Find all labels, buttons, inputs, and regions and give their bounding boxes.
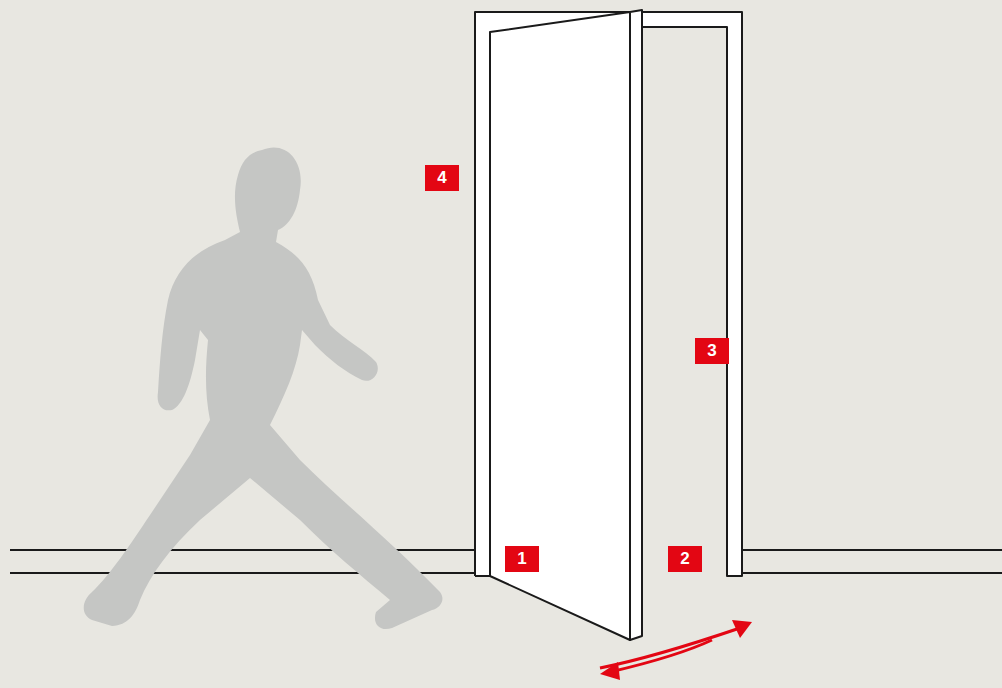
callout-number: 2	[668, 546, 702, 572]
callout-number: 3	[695, 338, 729, 364]
callout-number: 1	[505, 546, 539, 572]
swing-arrows	[600, 628, 740, 672]
walking-person	[84, 147, 443, 629]
callout-number: 4	[425, 165, 459, 191]
door-leaf	[490, 10, 642, 640]
arrow-heads	[600, 620, 752, 680]
